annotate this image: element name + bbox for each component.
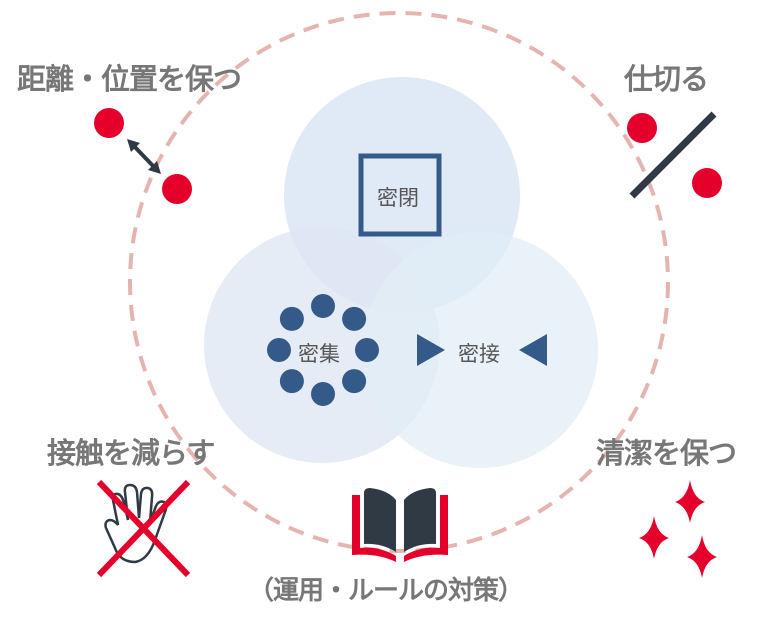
book-icon [352,488,448,562]
crowded-dot [311,294,335,318]
label-cleanliness: 清潔を保つ [596,436,737,470]
label-partition: 仕切る [624,62,709,96]
partition-icon [627,111,722,199]
label-distance: 距離・位置を保つ [17,62,242,96]
label-close-contact: 密接 [458,342,500,366]
closed-square-icon [358,153,442,237]
dashed-boundary-circle [128,11,670,553]
label-reduce-contact: 接触を減らす [47,436,215,470]
label-operation-rules: （運用・ルールの対策） [248,576,524,606]
label-closed: 密閉 [377,186,419,210]
crowded-dot [355,338,379,362]
triangle-right-icon [417,334,445,366]
triangle-left-icon [519,334,547,366]
crowded-dot [311,382,335,406]
crowded-dot [267,338,291,362]
crowded-dots-icon [267,294,379,406]
crowded-dot [279,369,304,394]
distance-icon [94,108,192,204]
venn-circle-close-contact [362,232,598,468]
no-touch-hand-icon [96,479,191,578]
crowded-dot [342,306,367,331]
crowded-dot [342,369,367,394]
sparkle-icon [639,480,717,578]
crowded-dot [279,306,304,331]
label-crowded: 密集 [298,342,340,366]
